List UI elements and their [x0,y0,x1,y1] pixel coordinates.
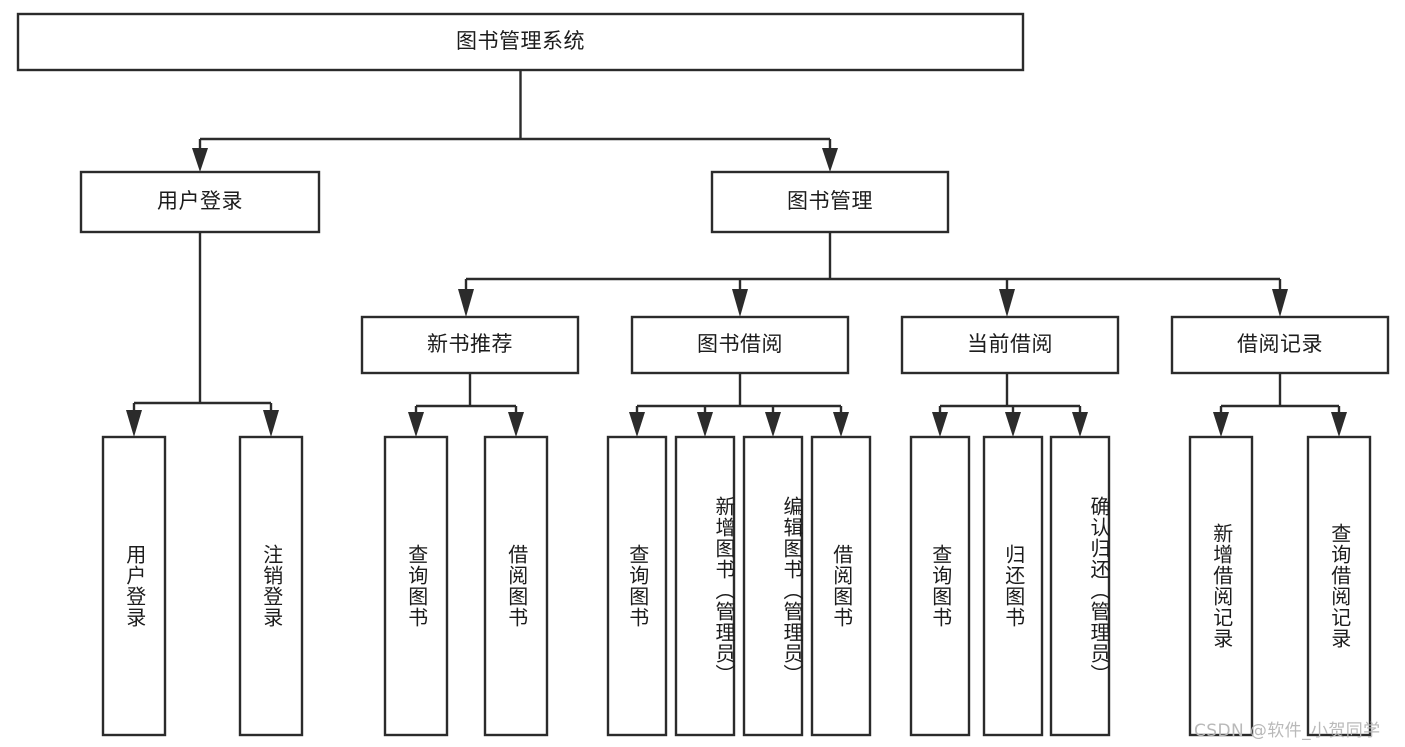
arrow-head-cb-query-book [932,412,948,437]
arrow-head-new-book-rec [458,289,474,317]
node-box-leaf-br-add-record[interactable] [1188,435,1254,737]
arrow-head-bb-borrow-book [833,412,849,437]
arrow-head-book-mgmt [822,148,838,172]
arrow-head-bb-query-book [629,412,645,437]
arrow-head-leaf-logout [263,410,279,437]
node-box-leaf-cb-query-book[interactable] [909,435,971,737]
node-box-user-login[interactable] [79,170,321,234]
node-box-leaf-cb-return-book[interactable] [982,435,1044,737]
node-box-book-management[interactable] [710,170,950,234]
arrow-head-bb-add-book [697,412,713,437]
arrow-head-cb-confirm-return [1072,412,1088,437]
node-box-leaf-nb-borrow-book[interactable] [483,435,549,737]
arrow-head-leaf-user-login [126,410,142,437]
arrow-head-br-query-record [1331,412,1347,437]
node-box-leaf-logout[interactable] [238,435,304,737]
arrow-head-user-login [192,148,208,172]
node-box-leaf-bb-query-book[interactable] [606,435,668,737]
node-box-new-book-recommendation[interactable] [360,315,580,375]
arrow-head-bb-edit-book [765,412,781,437]
node-box-leaf-bb-add-book[interactable] [674,435,736,737]
arrow-head-nb-query-book [408,412,424,437]
node-box-book-borrowing[interactable] [630,315,850,375]
node-box-leaf-user-login[interactable] [101,435,167,737]
node-box-leaf-bb-edit-book[interactable] [742,435,804,737]
node-box-leaf-nb-query-book[interactable] [383,435,449,737]
arrow-head-nb-borrow-book [508,412,524,437]
arrow-head-br-add-record [1213,412,1229,437]
node-box-current-borrowing[interactable] [900,315,1120,375]
arrow-head-borrow-record [1272,289,1288,317]
arrow-head-cb-return-book [1005,412,1021,437]
node-box-borrowing-records[interactable] [1170,315,1390,375]
arrow-head-book-borrow [732,289,748,317]
node-box-leaf-bb-borrow-book[interactable] [810,435,872,737]
node-box-root[interactable] [16,12,1025,72]
arrow-head-current-borrow [999,289,1015,317]
node-box-leaf-cb-confirm-return[interactable] [1049,435,1111,737]
node-box-leaf-br-query-record[interactable] [1306,435,1372,737]
